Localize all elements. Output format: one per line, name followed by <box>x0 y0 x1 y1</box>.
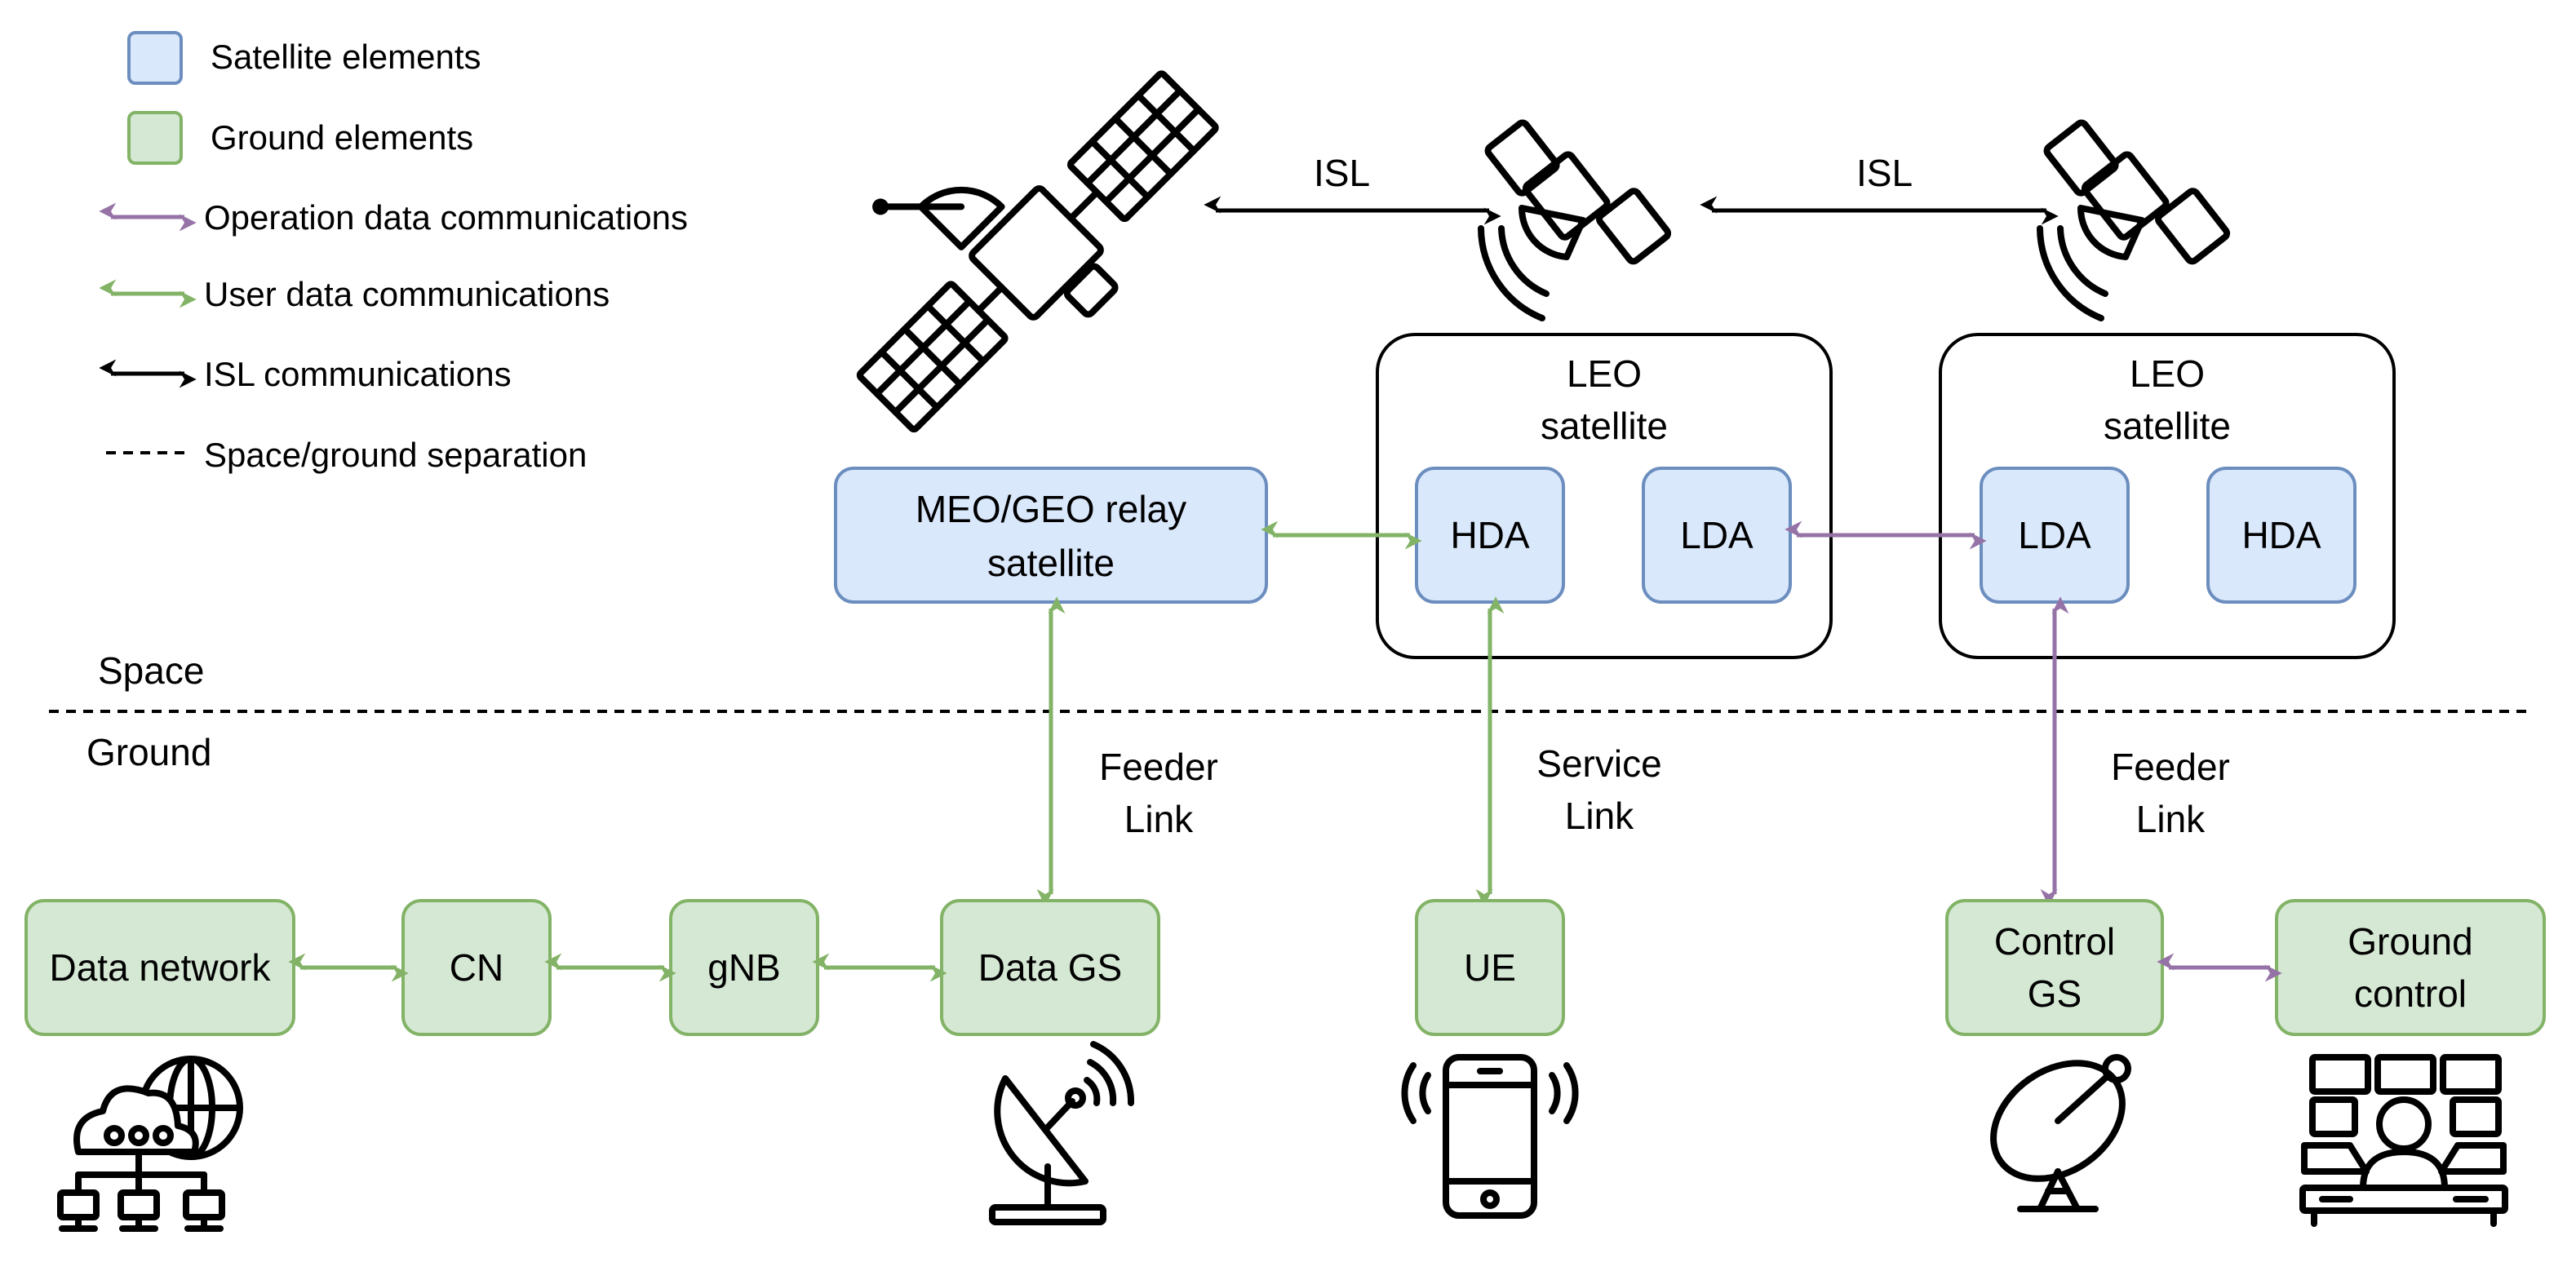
control-gs-label: GS <box>2028 972 2082 1015</box>
leo-satellite-title: LEO <box>1567 352 1642 395</box>
leo-satellite-title: satellite <box>2104 405 2231 447</box>
hda-box <box>2206 467 2357 604</box>
legend: Satellite elements Ground elements Opera… <box>99 31 688 474</box>
cn-label: CN <box>450 946 503 989</box>
leo-satellite-icon <box>2037 119 2231 321</box>
leo-satellite-title: satellite <box>1541 405 1668 447</box>
control-feeder-label: Feeder <box>2111 746 2230 788</box>
data-gs-label: Data GS <box>978 946 1122 989</box>
legend-satellite-label: Satellite elements <box>211 38 481 76</box>
ground-label: Ground <box>86 731 211 773</box>
satellite-dish-icon <box>989 1041 1135 1225</box>
isl-label-2: ISL <box>1856 152 1913 194</box>
leo-satellite-icon <box>1478 119 1672 321</box>
hda-label: HDA <box>2241 514 2321 556</box>
control-dish-icon <box>1990 1054 2131 1212</box>
leo-satellite-title: LEO <box>2130 352 2205 395</box>
control-gs-label: Control <box>1994 920 2115 963</box>
lda-label: LDA <box>2018 514 2091 556</box>
legend-ground-swatch <box>127 111 183 165</box>
hda-label: HDA <box>1450 514 1529 556</box>
data-network-label: Data network <box>49 946 271 989</box>
legend-satellite-swatch <box>127 31 183 85</box>
service-link-label: Service <box>1536 742 1661 785</box>
gnb-label: gNB <box>707 946 780 989</box>
ue-box <box>1415 899 1565 1036</box>
service-link-label: Link <box>1565 795 1634 837</box>
control-feeder-label: Link <box>2136 798 2206 840</box>
legend-user-label: User data communications <box>204 275 610 313</box>
ue-label: UE <box>1464 946 1516 989</box>
relay-satellite-label: MEO/GEO relay <box>916 488 1186 530</box>
isl-label-1: ISL <box>1314 152 1370 194</box>
data-feeder-label: Link <box>1124 798 1194 840</box>
space-label: Space <box>98 649 204 692</box>
cloud-network-icon <box>57 1056 243 1232</box>
lda-label: LDA <box>1680 514 1754 556</box>
legend-operation-label: Operation data communications <box>204 198 688 237</box>
ground-control-label: control <box>2354 972 2467 1015</box>
relay-satellite-icon <box>856 70 1219 433</box>
smartphone-icon <box>1401 1054 1579 1219</box>
legend-separation-label: Space/ground separation <box>204 436 587 474</box>
legend-ground-label: Ground elements <box>211 118 473 157</box>
control-room-icon <box>2299 1054 2508 1227</box>
relay-satellite-label: satellite <box>987 542 1115 584</box>
legend-isl-label: ISL communications <box>204 355 512 393</box>
data-feeder-label: Feeder <box>1099 746 1218 788</box>
ground-control-label: Ground <box>2348 920 2472 963</box>
